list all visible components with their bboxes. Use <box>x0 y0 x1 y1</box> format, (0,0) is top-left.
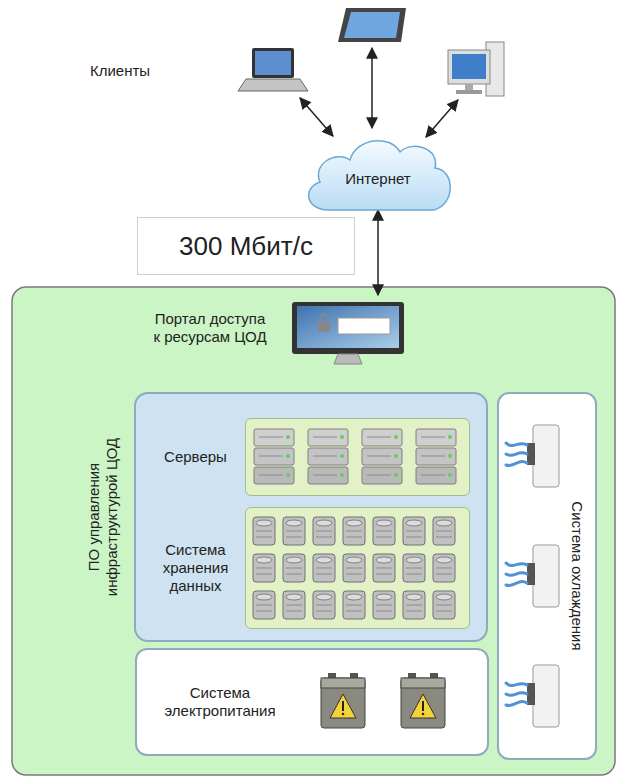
air-flow <box>506 683 527 686</box>
disk-unit <box>253 591 275 619</box>
cooler-body <box>533 425 559 487</box>
bidirectional-arrow <box>377 210 379 295</box>
server-racks <box>254 429 456 484</box>
node-text: 300 Мбит/с <box>138 230 354 262</box>
cooling-unit <box>506 425 559 487</box>
storage-disks <box>253 517 455 619</box>
lock-shackle <box>320 314 328 322</box>
cooling-node: Система охлаждения <box>497 392 597 760</box>
node-text: Система электропитания <box>145 684 295 720</box>
battery-unit <box>321 673 365 728</box>
node-text: Интернет <box>298 170 458 188</box>
disk-unit <box>433 591 455 619</box>
cooler-vent <box>527 563 535 585</box>
disk-unit <box>343 591 365 619</box>
servers-node-outline <box>245 418 470 496</box>
air-flow <box>506 693 527 696</box>
cooling-unit <box>506 665 559 727</box>
storage-node-outline <box>245 507 470 629</box>
air-flow <box>506 453 527 456</box>
client-arrow <box>426 100 458 137</box>
laptop-screen <box>255 51 291 75</box>
disk-unit <box>313 591 335 619</box>
portal-monitor <box>292 302 404 364</box>
server-stack <box>416 429 456 484</box>
air-flow <box>506 702 527 706</box>
laptop-icon <box>238 48 308 91</box>
server-stack <box>254 429 294 484</box>
node-text: Система охлаждения <box>568 426 586 726</box>
disk-unit <box>403 517 425 545</box>
cooler-vent <box>527 443 535 465</box>
lock-body <box>318 322 330 332</box>
disk-unit <box>343 517 365 545</box>
storage-node: Система хранения данных <box>153 507 473 632</box>
desktop-stand <box>465 84 473 90</box>
air-flow <box>506 443 527 446</box>
disk-unit <box>373 554 395 582</box>
node-text: Портал доступа к ресурсам ЦОД <box>151 310 269 346</box>
tablet-screen <box>344 12 400 38</box>
disk-unit <box>283 591 305 619</box>
disk-unit <box>253 517 275 545</box>
air-flow <box>506 582 527 586</box>
datacenter-area <box>12 287 615 775</box>
cooling-units <box>506 425 559 727</box>
portal-node: Портал доступа к ресурсам ЦОД <box>130 298 410 364</box>
disk-unit <box>343 554 365 582</box>
laptop-screen-frame <box>252 48 294 78</box>
disk-unit <box>403 591 425 619</box>
monitor-stand <box>334 354 362 364</box>
cooler-body <box>533 665 559 727</box>
tablet-frame <box>338 8 406 42</box>
disk-unit <box>313 554 335 582</box>
disk-unit <box>373 517 395 545</box>
disk-unit <box>373 591 395 619</box>
cooling-unit <box>506 545 559 607</box>
desktop-monitor <box>448 50 490 84</box>
monitor-frame <box>292 302 404 354</box>
power-node: Система электропитания <box>135 648 489 756</box>
bandwidth-box: 300 Мбит/с <box>137 217 355 275</box>
air-flow <box>506 573 527 576</box>
disk-unit <box>433 554 455 582</box>
node-text: Серверы <box>153 448 238 466</box>
disk-unit <box>403 554 425 582</box>
client-arrow <box>371 48 373 128</box>
server-stack <box>362 429 402 484</box>
server-stack <box>308 429 348 484</box>
cloud-node: Интернет <box>298 128 458 218</box>
air-flow <box>506 563 527 566</box>
power-batteries <box>321 673 445 728</box>
client-arrow <box>300 98 333 136</box>
desktop-tower <box>486 42 504 96</box>
clients-label: Клиенты <box>70 62 170 80</box>
desktop-foot <box>456 90 482 94</box>
node-text: Система хранения данных <box>153 541 238 595</box>
disk-unit <box>283 554 305 582</box>
servers-node: Серверы <box>153 417 473 497</box>
login-box <box>338 318 390 334</box>
disk-unit <box>283 517 305 545</box>
cooler-vent <box>527 683 535 705</box>
node-text: ПО управления инфраструктурой ЦОД <box>85 417 121 617</box>
air-flow <box>506 462 527 466</box>
desktop-icon <box>448 42 504 96</box>
tablet-icon <box>338 8 406 42</box>
management-panel: ПО управления инфраструктурой ЦОД Серверы… <box>78 392 490 642</box>
monitor-screen <box>297 306 399 348</box>
cooler-body <box>533 545 559 607</box>
disk-unit <box>313 517 335 545</box>
disk-unit <box>253 554 275 582</box>
battery-unit <box>401 673 445 728</box>
desktop-screen <box>452 54 486 79</box>
laptop-base <box>238 79 308 91</box>
disk-unit <box>433 517 455 545</box>
